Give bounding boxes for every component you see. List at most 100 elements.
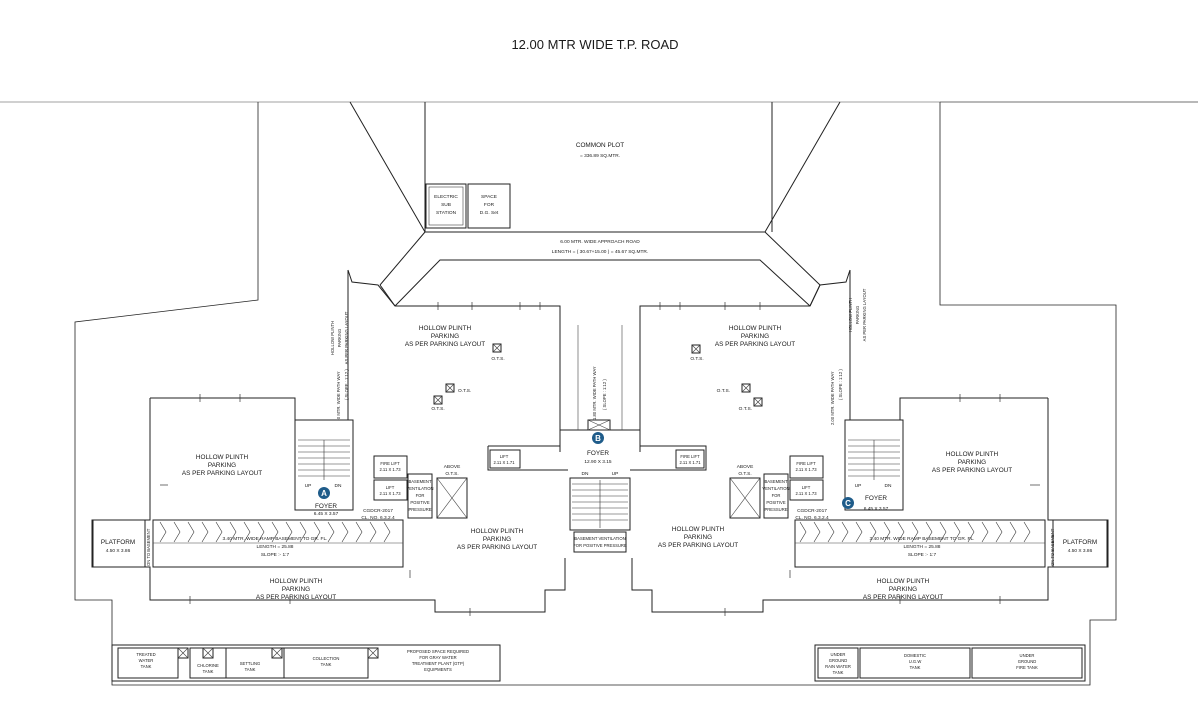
road-label: 12.00 MTR WIDE T.P. ROAD <box>511 37 678 52</box>
hp-center-right-3: AS PER PARKING LAYOUT <box>658 542 738 549</box>
on-to-basement-left: ON TO BASEMENT <box>146 528 151 566</box>
hp-left-2: PARKING <box>208 462 236 469</box>
foyer-b-name: FOYER <box>587 450 609 457</box>
core-a: UP DN A FOYER 6.45 X 3.57 FIRE LIFT 2.11… <box>294 419 468 521</box>
ots-marks: O.T.S. O.T.S. O.T.S. O.T.S. O.T.S. O.T.S… <box>431 343 763 412</box>
hp-center-right-2: PARKING <box>684 534 712 541</box>
dg-line-1: SPACE <box>481 194 497 200</box>
path-way-right-2: ( SLOPE : 1:12 ) <box>838 369 843 400</box>
domestic-2: U.G.W <box>909 659 922 664</box>
side-parking-left-1: HOLLOW PLINTH <box>330 321 335 355</box>
foyer-a-badge-letter: A <box>321 489 327 498</box>
hp-center-right-1: HOLLOW PLINTH <box>672 526 725 533</box>
hp-top-right-1: HOLLOW PLINTH <box>729 325 782 332</box>
foyer-c-name: FOYER <box>865 495 887 502</box>
core-b-vent-1: BASEMENT VENTILATION <box>574 536 625 541</box>
rain-2: GROUND <box>829 658 848 663</box>
foyer-a-badge <box>318 487 330 499</box>
core-c-vent-3: FOR <box>772 493 781 498</box>
site-boundary <box>74 101 1198 686</box>
core-b-fire-lift: FIRE LIFT <box>680 454 700 459</box>
core-a-up: UP <box>305 483 312 489</box>
fire-2: GROUND <box>1018 659 1037 664</box>
core-a-vent-3: FOR <box>416 493 425 498</box>
ots-5: O.T.S. <box>717 388 730 394</box>
core-c-vent-2: VENTILATION <box>762 486 789 491</box>
core-a-vent-5: PRESSURE <box>408 507 431 512</box>
foyer-b-size: 12.90 X 3.15 <box>584 459 612 465</box>
path-way-center-1: 1.80 MTR. WIDE PATH WAY <box>592 366 597 420</box>
treated-1: TREATED <box>136 652 155 657</box>
electric-line-2: SUB <box>441 202 451 208</box>
core-b-lift-size: 2.11 X 1.71 <box>493 460 515 465</box>
core-c-above: ABOVE <box>737 464 754 470</box>
dg-line-2: FOR <box>484 202 495 208</box>
core-b: B FOYER 12.90 X 3.15 LIFT 2.11 X 1.71 FI… <box>489 419 705 553</box>
approach-road: 6.00 MTR. WIDE APPROACH ROAD LENGTH = ( … <box>379 231 821 307</box>
core-a-above-ots: O.T.S. <box>445 471 458 477</box>
core-a-cgdcr-clause: CL. NO. 6.3.2.4 <box>361 515 395 521</box>
core-a-vent-4: POSITIVE <box>410 500 430 505</box>
ramp-left-line-2: LENGTH = 25.88 <box>257 544 294 550</box>
chlorine-2: TANK <box>203 669 214 674</box>
on-to-basement-right: ON TO BASEMENT <box>1050 528 1055 566</box>
hp-right-1: HOLLOW PLINTH <box>946 451 999 458</box>
hp-bottom-left-2: PARKING <box>282 586 310 593</box>
parking-labels: HOLLOW PLINTH PARKING AS PER PARKING LAY… <box>182 325 1012 601</box>
collection-1: COLLECTION <box>313 656 340 661</box>
common-plot-title: COMMON PLOT <box>576 142 624 149</box>
path-ways: 1.80 MTR. WIDE PATH WAY ( SLOPE : 1:12 )… <box>330 288 867 430</box>
path-way-center-2: ( SLOPE : 1:12 ) <box>602 379 607 410</box>
domestic-1: DOMESTIC <box>904 653 926 658</box>
foyer-c-badge-letter: C <box>845 499 851 508</box>
path-way-left-1: 2.00 MTR. WIDE PATH WAY <box>336 371 341 425</box>
ots-2: O.T.S. <box>458 388 471 394</box>
fire-3: FIRE TANK <box>1016 665 1038 670</box>
ots-3: O.T.S. <box>431 406 444 412</box>
foyer-b-badge-letter: B <box>595 434 601 443</box>
ots-4: O.T.S. <box>690 356 703 362</box>
core-c-fire-lift-size: 2.11 X 1.73 <box>795 467 817 472</box>
core-a-lift-size: 2.11 X 1.73 <box>379 491 401 496</box>
tanks-left: TREATED WATER TANK CHLORINE TANK SETTLIN… <box>111 644 501 682</box>
core-b-lift: LIFT <box>500 454 509 459</box>
settling-1: SETTLING <box>240 661 260 666</box>
core-c-vent-4: POSITIVE <box>766 500 786 505</box>
ots-6: O.T.S. <box>739 406 752 412</box>
side-parking-right-2: PARKING <box>855 306 860 325</box>
collection-2: TANK <box>321 662 332 667</box>
core-c-vent-5: PRESSURE <box>764 507 787 512</box>
core-b-fire-lift-size: 2.11 X 1.71 <box>679 460 701 465</box>
core-a-vent-2: VENTILATION <box>406 486 433 491</box>
rain-4: TANK <box>833 670 844 675</box>
hp-right-2: PARKING <box>958 459 986 466</box>
hp-center-left-2: PARKING <box>483 536 511 543</box>
core-a-lift: LIFT <box>386 485 395 490</box>
core-a-fire-lift: FIRE LIFT <box>380 461 400 466</box>
approach-road-line-1: 6.00 MTR. WIDE APPROACH ROAD <box>560 239 640 245</box>
core-c-above-ots: O.T.S. <box>738 471 751 477</box>
core-c: UP DN C FOYER 6.45 X 3.57 FIRE LIFT 2.11… <box>729 419 904 521</box>
hp-top-right-3: AS PER PARKING LAYOUT <box>715 341 795 348</box>
ramp-left-line-1: 3.40 MTR. WIDE RAMP BASEMENT TO GR. FL. <box>223 536 328 542</box>
ramp-left: 3.40 MTR. WIDE RAMP BASEMENT TO GR. FL. … <box>152 519 404 568</box>
core-a-dn: DN <box>335 483 342 489</box>
ramp-right-line-1: 3.40 MTR. WIDE RAMP BASEMENT TO GR. FL. <box>870 536 975 542</box>
hp-left-1: HOLLOW PLINTH <box>196 454 249 461</box>
core-a-above: ABOVE <box>444 464 461 470</box>
hp-center-left-3: AS PER PARKING LAYOUT <box>457 544 537 551</box>
electric-line-1: ELECTRIC <box>434 194 458 200</box>
approach-road-line-2: LENGTH = ( 30.67+15.00 ) = 45.67 SQ.MTR. <box>552 249 648 255</box>
platform-left-title: PLATFORM <box>101 539 135 546</box>
ramp-right: 3.40 MTR. WIDE RAMP BASEMENT TO GR. FL. … <box>794 519 1046 568</box>
core-c-cgdcr: CGDCR-2017 <box>797 508 827 514</box>
gtp-3: TREATMENT PLANT (GTP) <box>412 661 465 666</box>
gtp-4: EQUIPMENTS <box>424 667 452 672</box>
tanks-right: UNDER GROUND RAIN WATER TANK DOMESTIC U.… <box>814 644 1086 682</box>
core-c-dn: DN <box>885 483 892 489</box>
domestic-3: TANK <box>910 665 921 670</box>
core-c-lift-size: 2.11 X 1.73 <box>795 491 817 496</box>
platform-right-size: 4.50 X 3.86 <box>1068 548 1093 554</box>
core-b-up: UP <box>612 471 619 477</box>
